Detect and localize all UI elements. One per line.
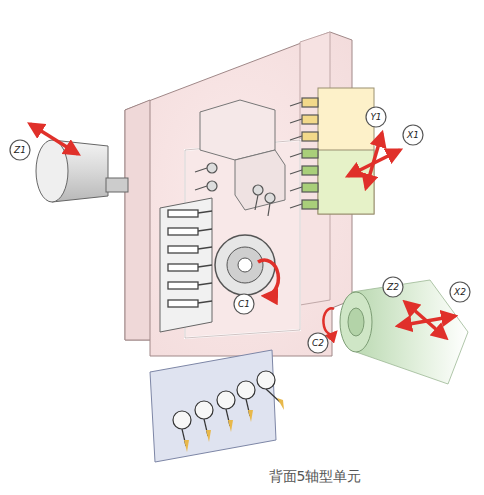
- axis-label: Y1: [366, 107, 386, 127]
- axis-ring: [234, 294, 254, 314]
- guide-bushing: [215, 235, 275, 295]
- motion-arrows: [30, 124, 455, 338]
- axis-label: C2: [308, 333, 328, 353]
- caption: 背面5轴型单元: [269, 468, 362, 486]
- axis-ring: [403, 125, 423, 145]
- axis-label: X2: [450, 282, 470, 302]
- axis-ring: [450, 282, 470, 302]
- axis-label: Z1: [10, 140, 30, 160]
- axis-ring: [366, 107, 386, 127]
- tool-rack: [160, 198, 212, 332]
- gang-tool-block: [290, 88, 374, 214]
- axis-label: X1: [403, 125, 423, 145]
- back-spindle: [340, 280, 468, 384]
- main-spindle: [36, 140, 128, 202]
- axis-ring: [383, 277, 403, 297]
- axis-ring: [308, 333, 328, 353]
- axis-label: Z2: [383, 277, 403, 297]
- axis-label: C1: [234, 294, 254, 314]
- axis-ring: [10, 140, 30, 160]
- back-tool-block: [150, 350, 284, 462]
